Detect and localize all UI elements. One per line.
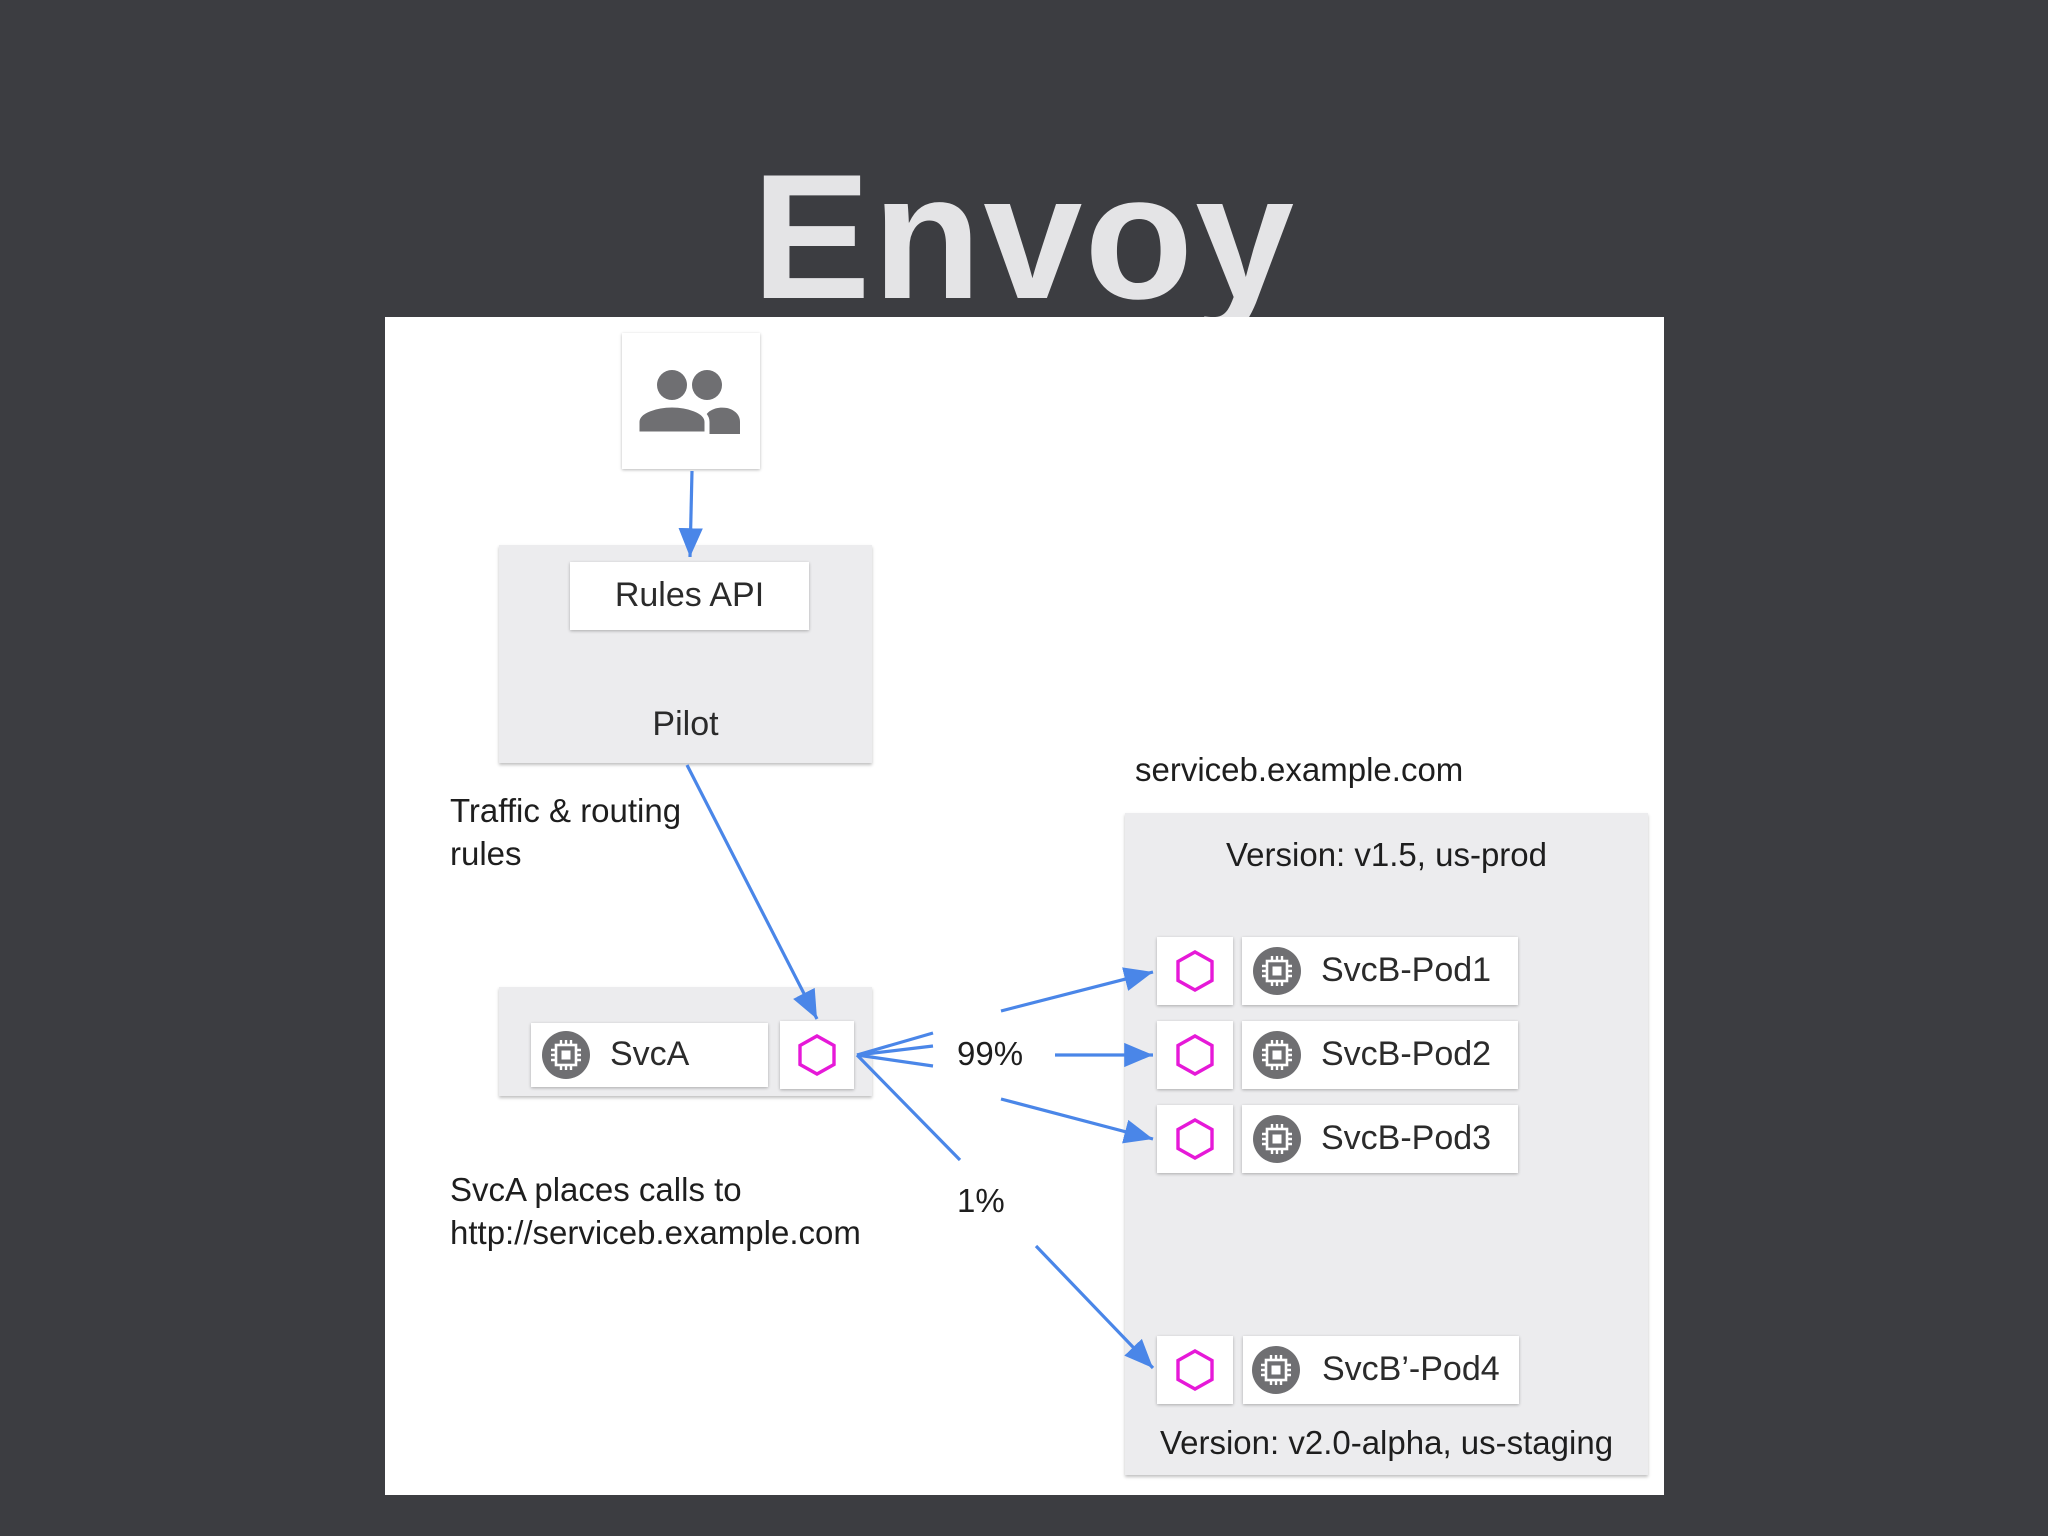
svca-note: SvcA places calls to http://serviceb.exa… bbox=[450, 1169, 861, 1255]
pod3-proxy-card bbox=[1157, 1105, 1233, 1173]
chip-icon bbox=[1253, 1115, 1301, 1163]
users-card bbox=[622, 333, 760, 469]
svca-note-line-1: SvcA places calls to bbox=[450, 1171, 742, 1208]
pod4-label: SvcB’-Pod4 bbox=[1322, 1350, 1500, 1388]
slide-title: Envoy bbox=[751, 137, 1297, 336]
version-staging-label: Version: v2.0-alpha, us-staging bbox=[1159, 1424, 1614, 1461]
pod3-label: SvcB-Pod3 bbox=[1321, 1119, 1492, 1157]
arrow-pilot-to-proxy bbox=[685, 764, 819, 1020]
svca-note-line-2: http://serviceb.example.com bbox=[450, 1213, 861, 1251]
traffic-rules-label: Traffic & routing rules bbox=[450, 790, 681, 876]
split-minor-label: 1% bbox=[957, 1182, 1005, 1219]
svca-label: SvcA bbox=[610, 1035, 690, 1073]
traffic-rules-line-1: Traffic & routing bbox=[450, 792, 682, 829]
arrow-fan-4 bbox=[855, 1053, 962, 1162]
chip-icon bbox=[1252, 1346, 1300, 1394]
arrow-fan-1 bbox=[856, 1031, 934, 1057]
split-major-label: 99% bbox=[957, 1035, 1024, 1072]
arrow-users-to-rules bbox=[678, 470, 703, 558]
arrow-to-pod4 bbox=[1034, 1244, 1155, 1370]
serviceb-host-label: serviceb.example.com bbox=[1135, 751, 1464, 788]
chip-icon bbox=[1253, 947, 1301, 995]
arrow-fan-3 bbox=[856, 1053, 934, 1068]
hexagon-icon bbox=[1176, 1118, 1214, 1160]
svca-proxy-card bbox=[780, 1021, 854, 1089]
pod2-label: SvcB-Pod2 bbox=[1321, 1035, 1492, 1073]
version-prod-label: Version: v1.5, us-prod bbox=[1225, 836, 1547, 873]
users-icon bbox=[634, 370, 740, 437]
pod4-proxy-card bbox=[1157, 1336, 1233, 1404]
pod2-proxy-card bbox=[1157, 1021, 1233, 1089]
traffic-rules-line-2: rules bbox=[450, 834, 522, 872]
rules-api-label: Rules API bbox=[614, 576, 765, 614]
arrow-to-pod1 bbox=[1000, 967, 1154, 1013]
pod1-label: SvcB-Pod1 bbox=[1321, 951, 1492, 989]
hexagon-icon bbox=[1176, 1349, 1214, 1391]
hexagon-icon bbox=[1176, 1034, 1214, 1076]
pod1-proxy-card bbox=[1157, 937, 1233, 1005]
arrow-fan-2 bbox=[856, 1044, 934, 1057]
rules-api-card bbox=[570, 562, 809, 630]
chip-icon bbox=[1253, 1031, 1301, 1079]
diagram-canvas: Rules API Pilot Traffic & routing rules … bbox=[385, 317, 1664, 1495]
chip-icon bbox=[542, 1031, 590, 1079]
hexagon-icon bbox=[1176, 950, 1214, 992]
pilot-label: Pilot bbox=[652, 705, 719, 743]
arrow-to-pod3 bbox=[1000, 1097, 1154, 1144]
hexagon-icon bbox=[798, 1034, 836, 1076]
routing-arrows bbox=[678, 470, 1155, 1370]
